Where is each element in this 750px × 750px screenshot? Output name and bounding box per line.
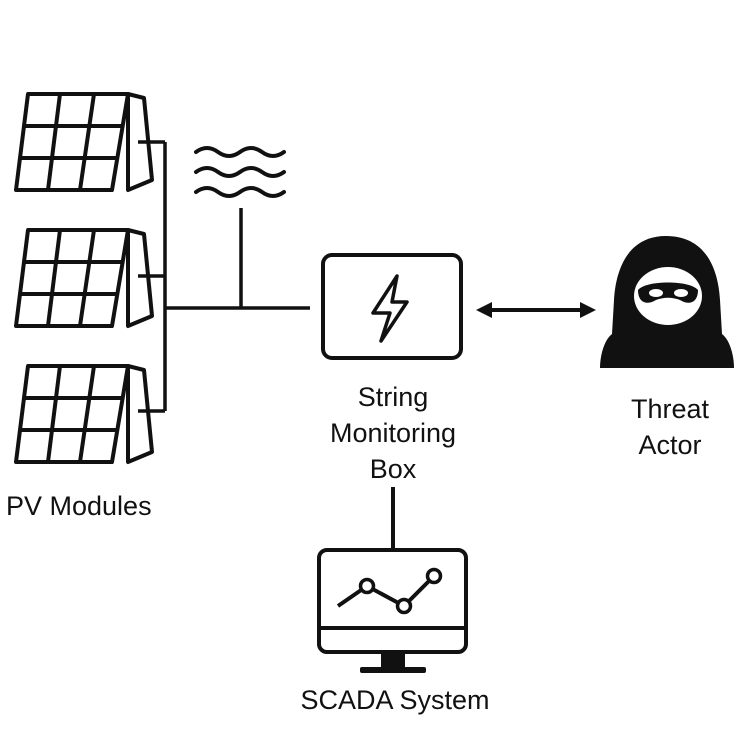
- pv-module-2-icon: [14, 228, 154, 328]
- threat-actor-label: Threat Actor: [600, 391, 740, 463]
- smb-label-line-1: String: [357, 382, 429, 412]
- threat-label-line-1: Threat: [630, 394, 710, 424]
- string-monitoring-box: [321, 253, 463, 360]
- scada-system-label: SCADA System: [300, 685, 490, 715]
- hooded-hacker-icon: [600, 236, 734, 368]
- lightning-bolt-icon: [371, 274, 409, 343]
- smb-label-line-3: Box: [369, 454, 417, 484]
- monitor-chart-icon: [317, 548, 468, 673]
- pv-module-1-icon: [14, 92, 154, 192]
- smb-label-line-2: Monitoring: [329, 418, 457, 448]
- wireless-waves-icon: [194, 146, 286, 198]
- string-monitoring-box-label: String Monitoring Box: [318, 379, 468, 487]
- pv-module-3-icon: [14, 364, 154, 464]
- threat-label-line-2: Actor: [638, 430, 702, 460]
- bidirectional-arrow: [476, 302, 596, 318]
- pv-bus-wiring: [138, 140, 310, 413]
- pv-modules-label: PV Modules: [6, 491, 152, 521]
